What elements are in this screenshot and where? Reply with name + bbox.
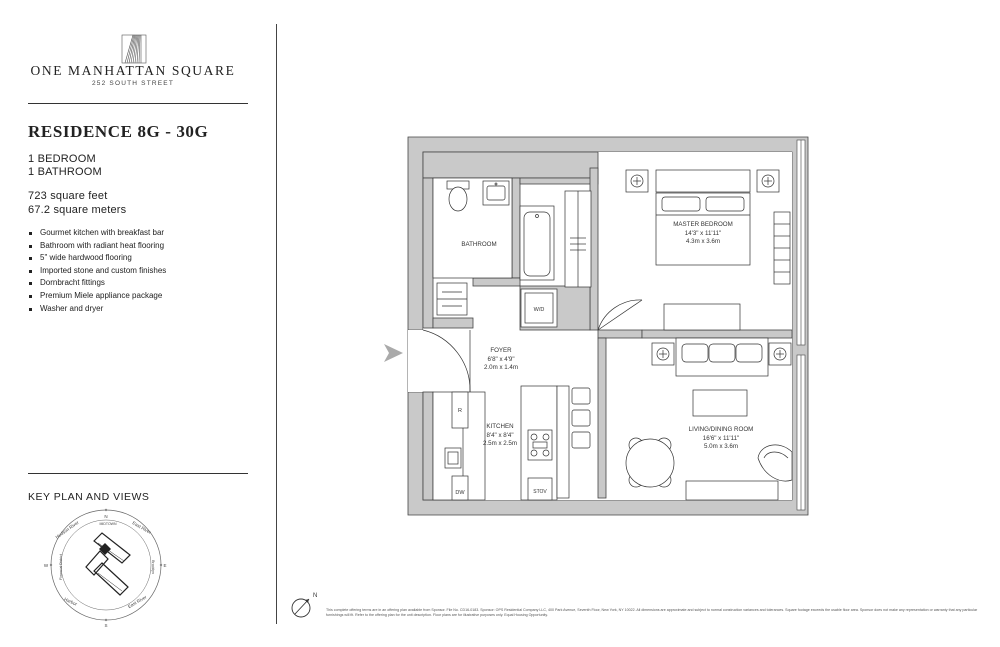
room-dims-master-bedroom: 14'3" x 11'11" bbox=[685, 230, 721, 237]
feature-item: Dornbracht fittings bbox=[28, 277, 166, 290]
north-arrow-icon: N bbox=[291, 593, 317, 618]
feature-item: Bathroom with radiant heat flooring bbox=[28, 240, 166, 253]
vertical-divider bbox=[276, 24, 277, 624]
dining-table-icon bbox=[625, 437, 675, 488]
room-metric-master-bedroom: 4.3m x 3.6m bbox=[686, 238, 720, 245]
key-plan-inner-circle bbox=[60, 519, 152, 611]
key-plan-west: W bbox=[44, 563, 49, 568]
area-square-feet: 723 square feet bbox=[28, 190, 108, 202]
refrigerator-label: R bbox=[458, 408, 462, 414]
bed-icon bbox=[655, 192, 751, 266]
bathtub-icon bbox=[519, 205, 555, 281]
key-plan-financial-district-label: Financial District bbox=[59, 554, 63, 580]
washer-dryer-label: W/D bbox=[534, 307, 545, 313]
key-plan-south: S bbox=[104, 623, 107, 628]
key-plan-harbor-label: Harbor bbox=[63, 596, 78, 607]
linen-closet-icon bbox=[564, 190, 592, 288]
armchair-icon bbox=[757, 444, 793, 482]
floor-plan: BATHROOM MASTER BEDROOM 14'3" x 11'11" 4… bbox=[384, 136, 809, 516]
bedroom-count: 1 BEDROOM bbox=[28, 153, 96, 165]
room-label-living-dining: LIVING/DINING ROOM bbox=[689, 426, 754, 433]
compass-north-label: N bbox=[313, 593, 317, 599]
key-plan-east: E bbox=[163, 563, 166, 568]
key-plan-title: KEY PLAN AND VIEWS bbox=[28, 491, 150, 503]
room-label-bathroom: BATHROOM bbox=[461, 241, 496, 248]
key-plan-diagram: N E S W MIDTOWN East River Hudson River … bbox=[44, 508, 167, 628]
room-metric-foyer: 2.0m x 1.4m bbox=[484, 364, 518, 371]
features-list: Gourmet kitchen with breakfast bar Bathr… bbox=[28, 227, 166, 315]
toilet-icon bbox=[446, 180, 470, 212]
bar-stool-icon bbox=[571, 387, 591, 449]
building-address: 252 SOUTH STREET bbox=[91, 80, 175, 87]
key-plan-east-river-bottom-label: East River bbox=[127, 594, 148, 609]
side-table-left-icon bbox=[651, 342, 675, 366]
dresser-icon bbox=[663, 303, 741, 331]
building-name: ONE MANHATTAN SQUARE bbox=[30, 63, 236, 78]
nightstand-left-icon bbox=[625, 169, 649, 193]
washer-dryer-icon bbox=[520, 288, 558, 328]
area-square-meters: 67.2 square meters bbox=[28, 204, 127, 216]
key-plan-midtown: MIDTOWN bbox=[99, 522, 117, 526]
room-metric-living-dining: 5.0m x 3.6m bbox=[704, 443, 738, 450]
key-plan-east-river-label: East River bbox=[132, 520, 153, 535]
feature-item: 5" wide hardwood flooring bbox=[28, 252, 166, 265]
feature-item: Washer and dryer bbox=[28, 303, 166, 316]
coffee-table-icon bbox=[692, 389, 748, 417]
oven-icon bbox=[527, 477, 553, 501]
room-dims-kitchen: 8'4" x 8'4" bbox=[486, 432, 513, 439]
building-footprint bbox=[85, 532, 131, 596]
media-console-icon bbox=[685, 480, 779, 501]
key-plan-brooklyn-label: Brooklyn bbox=[151, 560, 155, 574]
headboard-icon bbox=[655, 169, 751, 193]
building-logo-icon bbox=[121, 34, 147, 64]
stove-label: STOV bbox=[533, 489, 547, 495]
refrigerator-icon bbox=[451, 391, 469, 429]
feature-item: Gourmet kitchen with breakfast bar bbox=[28, 227, 166, 240]
room-dims-foyer: 6'8" x 4'9" bbox=[487, 356, 514, 363]
sink-icon bbox=[482, 180, 510, 206]
key-plan-hudson-river-label: Hudson River bbox=[55, 520, 81, 540]
unit-location-marker bbox=[99, 543, 111, 555]
bedroom-wardrobe-icon bbox=[773, 211, 791, 285]
dishwasher-label: DW bbox=[455, 490, 465, 496]
nightstand-right-icon bbox=[756, 169, 780, 193]
divider bbox=[28, 473, 248, 474]
feature-item: Imported stone and custom finishes bbox=[28, 265, 166, 278]
room-label-foyer: FOYER bbox=[490, 347, 512, 354]
kitchen-sink-icon bbox=[444, 447, 462, 469]
residence-title: RESIDENCE 8G - 30G bbox=[28, 122, 209, 141]
bathroom-count: 1 BATHROOM bbox=[28, 166, 102, 178]
room-label-master-bedroom: MASTER BEDROOM bbox=[673, 221, 732, 228]
entry-arrow-icon bbox=[384, 344, 403, 362]
legal-disclaimer: This complete offering terms are in an o… bbox=[326, 608, 978, 617]
divider bbox=[28, 103, 248, 104]
feature-item: Premium Miele appliance package bbox=[28, 290, 166, 303]
storage-closet-icon bbox=[436, 282, 468, 316]
windows bbox=[796, 139, 806, 511]
room-dims-living-dining: 16'6" x 11'11" bbox=[703, 435, 739, 442]
key-plan-north: N bbox=[104, 514, 107, 519]
cooktop-icon bbox=[527, 429, 553, 461]
room-label-kitchen: KITCHEN bbox=[486, 423, 513, 430]
entry-door-swing bbox=[422, 329, 471, 393]
sofa-icon bbox=[675, 337, 769, 377]
side-table-right-icon bbox=[768, 342, 792, 366]
bedroom-door-swing bbox=[597, 299, 643, 331]
room-metric-kitchen: 2.5m x 2.5m bbox=[483, 440, 517, 447]
dishwasher-icon bbox=[451, 475, 469, 501]
